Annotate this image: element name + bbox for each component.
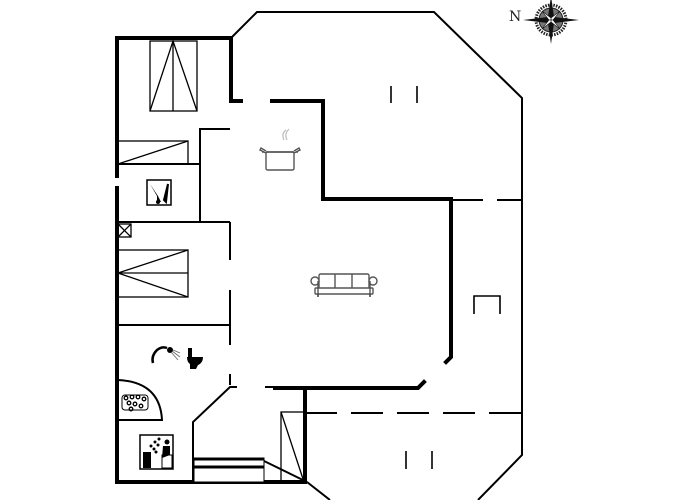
shower-icon xyxy=(151,346,181,364)
double-bed-icon xyxy=(149,38,198,112)
whirlpool-icon xyxy=(117,378,164,421)
double-bed-icon-2 xyxy=(115,249,189,298)
wardrobe xyxy=(117,140,189,165)
terrace-outline xyxy=(230,11,523,500)
compass-north-label: N xyxy=(509,9,522,25)
terrace-dashed-lines xyxy=(305,199,522,414)
sauna-icon xyxy=(139,434,174,470)
house-walls xyxy=(115,36,453,484)
washing-machine-icon xyxy=(146,179,172,206)
ventilation-icon xyxy=(117,223,132,238)
window-marks-north xyxy=(390,86,418,103)
bench-icon xyxy=(473,295,501,314)
sofa-icon xyxy=(310,273,378,297)
compass-rose-icon xyxy=(523,0,579,44)
stairs xyxy=(193,457,265,483)
interior-walls xyxy=(117,128,305,482)
window-marks-south xyxy=(405,451,433,469)
closet xyxy=(280,411,305,483)
toilet-icon xyxy=(187,348,203,369)
cooking-pot-icon xyxy=(259,128,301,171)
